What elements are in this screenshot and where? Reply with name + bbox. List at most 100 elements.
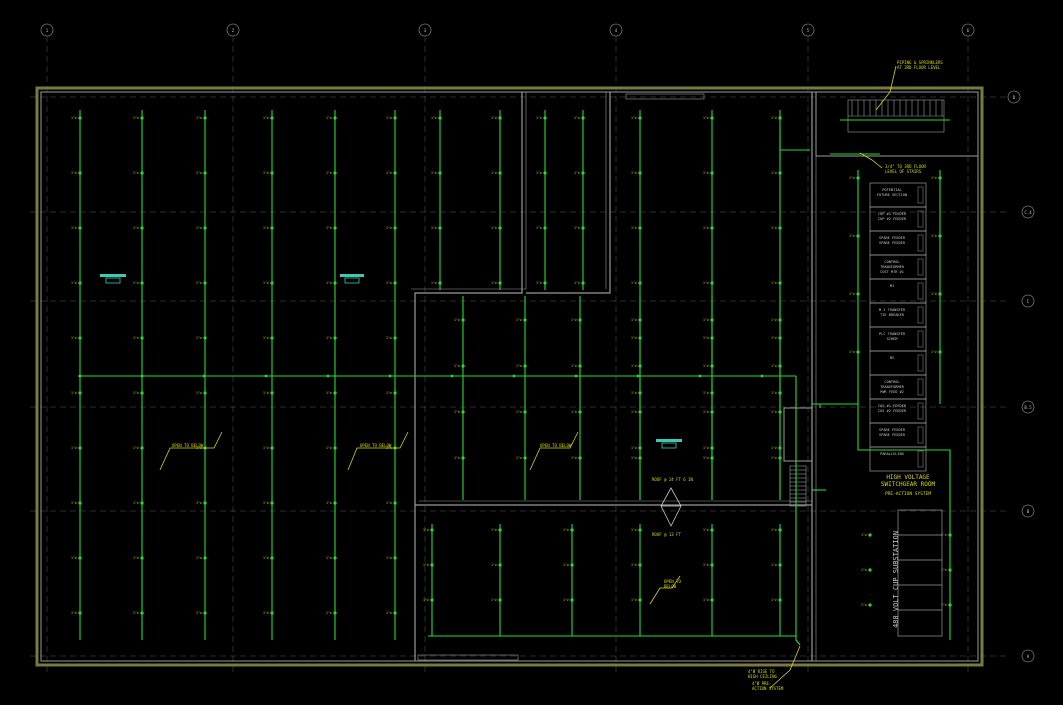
breaker-icon [917, 234, 924, 252]
sprinkler-head-label: 1"⌀ [263, 611, 269, 615]
switchgear-section [869, 446, 927, 472]
sprinkler-head-label: 1"⌀ [631, 336, 637, 340]
sprinkler-head [543, 116, 547, 120]
sprinkler-head-label: 1"⌀ [386, 226, 392, 230]
feed-tee [388, 374, 392, 378]
grid-bubble-B: B [1021, 504, 1035, 518]
sprinkler-head [333, 611, 337, 615]
feed-tee [698, 374, 702, 378]
switchgear-label: PARALLELING [880, 452, 904, 456]
svg-text:1: 1 [46, 28, 49, 33]
sprinkler-head [778, 410, 782, 414]
svg-text:A: A [1027, 654, 1030, 659]
sprinkler-head-label: 1"⌀ [516, 456, 522, 460]
sprinkler-head [78, 171, 82, 175]
breaker-icon [917, 282, 924, 300]
sprinkler-head-label: 1"⌀ [326, 611, 332, 615]
sprinkler-head-label: 1"⌀ [771, 116, 777, 120]
sprinkler-head [438, 281, 442, 285]
sprinkler-head-label: 1"⌀ [771, 318, 777, 322]
sprinkler-head-label: 1"⌀ [196, 281, 202, 285]
substation [897, 509, 943, 637]
feed-tee [326, 374, 330, 378]
sprinkler-head [393, 611, 397, 615]
sprinkler-head [461, 410, 465, 414]
sprinkler-head-label: 1"⌀ [71, 391, 77, 395]
sprinkler-head [498, 226, 502, 230]
sprinkler-head-label: 1"⌀ [263, 556, 269, 560]
sprinkler-head [710, 563, 714, 567]
switchgear-label: PWR FEED #2 [880, 390, 904, 394]
sprinkler-head [140, 611, 144, 615]
grid-bubble-B5: B.5 [1021, 400, 1035, 414]
sprinkler-head-label: 1"⌀ [71, 446, 77, 450]
sprinkler-head-label: 1"⌀ [326, 281, 332, 285]
sprinkler-head [710, 116, 714, 120]
sprinkler-head-label: 1"⌀ [631, 456, 637, 460]
sprinkler-head-label: 1"⌀ [703, 446, 709, 450]
svg-text:4: 4 [615, 28, 618, 33]
breaker-icon [917, 258, 924, 276]
roof-note-upper: ROOF @ 24 FT 6 IN [652, 477, 694, 482]
sprinkler-head [638, 171, 642, 175]
sprinkler-head-label: 1"⌀ [326, 171, 332, 175]
sprinkler-head [710, 336, 714, 340]
switchgear-label: SPARE FEEDER [879, 241, 906, 245]
sprinkler-head-label: 1"⌀ [196, 391, 202, 395]
sprinkler-head-label: 1"⌀ [454, 318, 460, 322]
open-below-note-4b: BELOW [664, 584, 677, 589]
sprinkler-head-label: 1"⌀ [536, 226, 542, 230]
sprinkler-head [140, 116, 144, 120]
sprinkler-head-label: 1"⌀ [571, 456, 577, 460]
feed-tee [450, 374, 454, 378]
sprinkler-head-label: 1"⌀ [431, 171, 437, 175]
sprinkler-head [778, 528, 782, 532]
sprinkler-head [638, 336, 642, 340]
sprinkler-heads: 1"⌀ 1"⌀ 1"⌀ 1"⌀ 1"⌀ 1"⌀ 1"⌀ 1"⌀ 1"⌀ 1"⌀ 1"⌀ 1"⌀ 1"⌀ 1… [71, 116, 952, 615]
sprinkler-head-label: 1"⌀ [574, 116, 580, 120]
sprinkler-head [938, 176, 942, 180]
switchgear-label: TIE BREAKER [880, 313, 905, 317]
sprinkler-head [430, 528, 434, 532]
grid-lines [30, 36, 1008, 676]
sprinkler-head-label: 1"⌀ [703, 116, 709, 120]
sprinkler-head [333, 556, 337, 560]
sprinkler-head-label: 1"⌀ [326, 556, 332, 560]
sprinkler-head [710, 446, 714, 450]
room-title: HIGH VOLTAGE SWITCHGEAR ROOM PRE-ACTION … [881, 474, 936, 497]
sprinkler-head-label: 1"⌀ [263, 391, 269, 395]
sprinkler-head-label: 1"⌀ [703, 598, 709, 602]
sprinkler-head [270, 446, 274, 450]
sprinkler-head-label: 1"⌀ [571, 318, 577, 322]
sprinkler-head [710, 281, 714, 285]
sprinkler-head [498, 528, 502, 532]
sprinkler-head [498, 171, 502, 175]
open-below-note-4a: OPEN TO [664, 579, 681, 584]
switchgear-label: CUS #2 FEEDER [878, 409, 907, 413]
sprinkler-head-label: 1"⌀ [491, 171, 497, 175]
sprinkler-head-label: 1"⌀ [263, 446, 269, 450]
sprinkler-head [638, 226, 642, 230]
sprinkler-head-label: 1"⌀ [771, 563, 777, 567]
sprinkler-head [270, 116, 274, 120]
switchgear-label: CUS #1 FEEDER [878, 404, 907, 408]
sprinkler-head-label: 1"⌀ [326, 336, 332, 340]
sprinkler-head-label: 1"⌀ [196, 611, 202, 615]
sprinkler-head-label: 1"⌀ [491, 598, 497, 602]
feed-tee [202, 374, 206, 378]
stair-note-line2: AT 3RD FLOOR LEVEL [897, 65, 941, 70]
sprinkler-head-label: 1"⌀ [516, 410, 522, 414]
sprinkler-head-label: 1"⌀ [703, 318, 709, 322]
building-walls [35, 86, 984, 667]
grid-bubble-C4: C.4 [1021, 205, 1035, 219]
breaker-icon [917, 402, 924, 420]
sprinkler-head [333, 446, 337, 450]
switchgear-label: FUTURE SECTION [877, 193, 907, 197]
sprinkler-head [543, 226, 547, 230]
svg-text:B.5: B.5 [1024, 405, 1032, 410]
sprinkler-head-label: 1"⌀ [491, 563, 497, 567]
sprinkler-head-label: 1"⌀ [423, 598, 429, 602]
sprinkler-head [78, 391, 82, 395]
sprinkler-head-label: 1"⌀ [703, 336, 709, 340]
switchgear-label: POTENTIAL [882, 188, 901, 192]
